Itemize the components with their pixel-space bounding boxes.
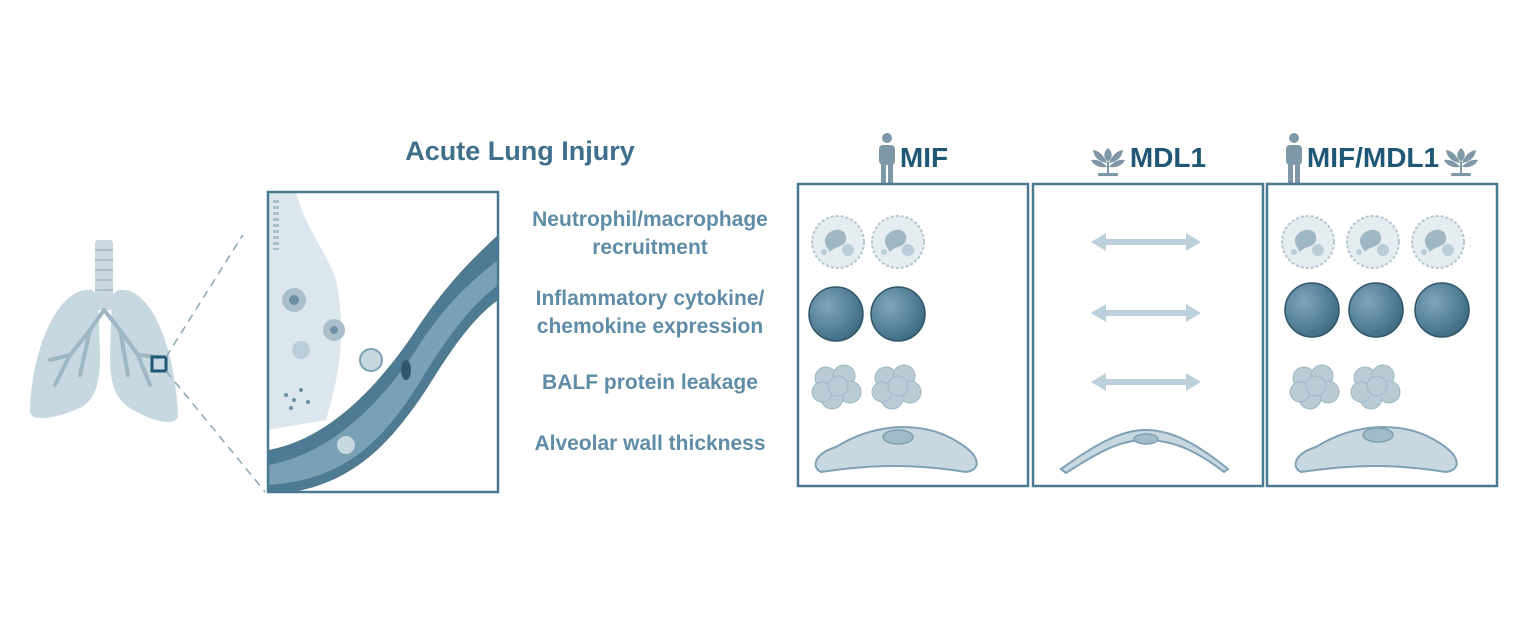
neutrophil-cell — [871, 215, 925, 269]
neutrophil-cell — [1346, 215, 1400, 269]
thick-alveolar-wall — [814, 426, 978, 474]
column-label-mif: MIF — [899, 142, 949, 173]
diagram-title: Acute Lung Injury — [405, 136, 635, 166]
column-label-mdl1: MDL1 — [1129, 142, 1207, 173]
alveolus-detail — [266, 190, 500, 494]
column-label-mif-mdl1: MIF/MDL1 — [1306, 142, 1440, 173]
protein-cluster — [1350, 364, 1401, 410]
plant-icon — [1444, 148, 1479, 176]
human-icon — [1285, 133, 1302, 184]
protein-cluster — [871, 364, 922, 410]
human-icon — [878, 133, 895, 184]
cytokine-sphere — [870, 286, 926, 342]
thick-alveolar-wall — [1294, 426, 1458, 474]
column-header-mif: MIF — [798, 133, 1028, 184]
cytokine-sphere — [808, 286, 864, 342]
no-change-arrow — [1091, 373, 1201, 391]
neutrophil-cell — [1411, 215, 1465, 269]
thin-alveolar-wall — [1059, 428, 1230, 475]
cytokine-sphere — [1348, 282, 1404, 338]
row-label-recruitment: Neutrophil/macrophage recruitment — [532, 208, 768, 259]
comparison-panels — [796, 182, 1499, 488]
row-label-cytokine: Inflammatory cytokine/ chemokine express… — [535, 287, 765, 338]
protein-cluster — [1289, 364, 1340, 410]
lung-illustration — [29, 235, 265, 493]
no-change-arrow — [1091, 304, 1201, 322]
row-label-leakage: BALF protein leakage — [542, 371, 758, 394]
cytokine-sphere — [1414, 282, 1470, 338]
column-header-mdl1: MDL1 — [1033, 138, 1263, 178]
cytokine-sphere — [1284, 282, 1340, 338]
neutrophil-cell — [811, 215, 865, 269]
plant-icon — [1090, 148, 1125, 176]
row-label-wall: Alveolar wall thickness — [534, 432, 766, 455]
neutrophil-cell — [1281, 215, 1335, 269]
column-header-mif-mdl1: MIF/MDL1 — [1267, 133, 1497, 184]
no-change-arrow — [1091, 233, 1201, 251]
protein-cluster — [811, 364, 862, 410]
